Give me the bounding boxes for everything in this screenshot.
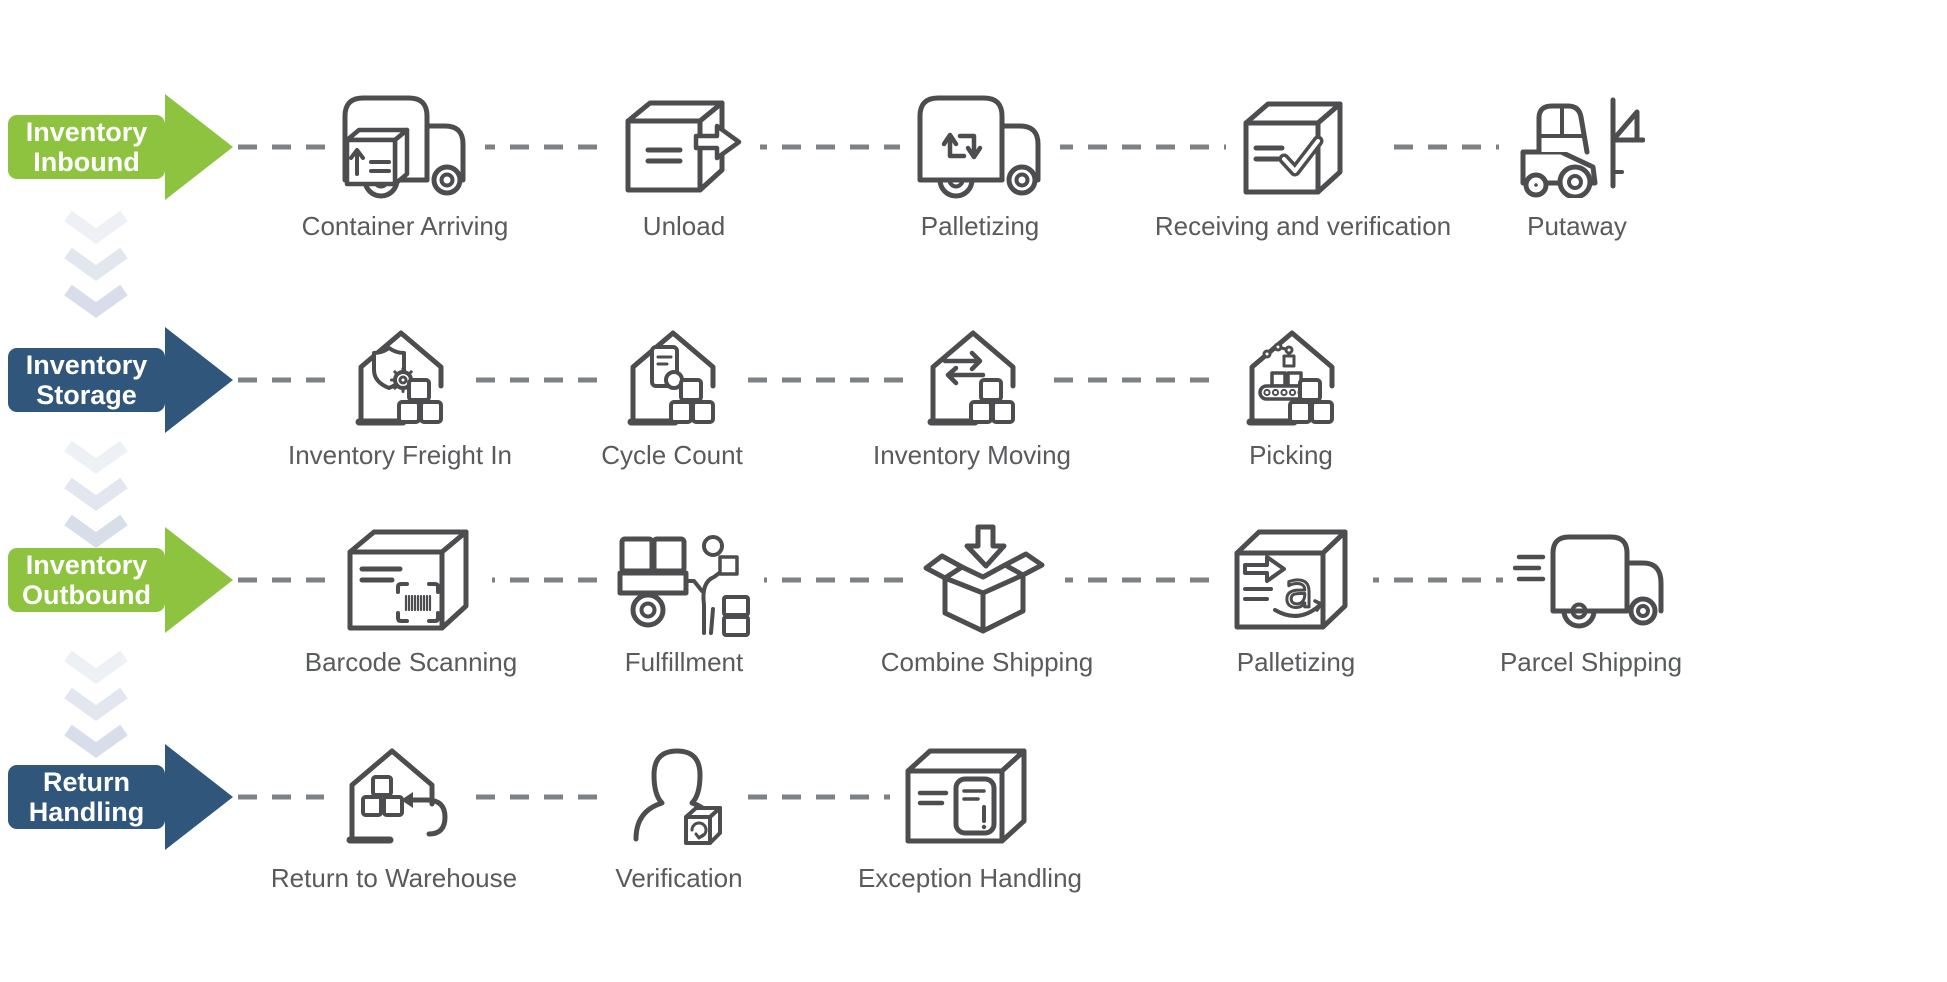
box-unload-arrow-icon xyxy=(608,80,760,208)
truck-loading-icon xyxy=(325,80,485,208)
person-package-icon xyxy=(612,728,746,860)
step-label: Parcel Shipping xyxy=(1499,647,1683,677)
step-palletizing-inbound: Palletizing xyxy=(810,80,1150,242)
step-label: Verification xyxy=(615,863,743,893)
step-receiving-verification: Receiving and verification xyxy=(1133,80,1473,242)
step-picking: Picking xyxy=(1121,315,1461,471)
step-label: Inventory Moving xyxy=(873,440,1071,470)
chevron-down-icon xyxy=(60,724,132,758)
step-inventory-freight-in: Inventory Freight In xyxy=(230,315,570,471)
box-checkmark-icon xyxy=(1226,80,1380,208)
warehouse-shield-icon xyxy=(333,315,467,437)
step-combine-shipping: Combine Shipping xyxy=(817,512,1157,678)
band-arrowhead xyxy=(165,527,233,633)
delivery-truck-icon xyxy=(1503,512,1679,644)
truck-transfer-icon xyxy=(900,80,1060,208)
step-unload: Unload xyxy=(514,80,854,242)
chevron-down-icon xyxy=(60,514,132,548)
band-label: Inventory Inbound xyxy=(8,115,165,179)
step-parcel-shipping: Parcel Shipping xyxy=(1421,512,1761,678)
chevron-down-icon xyxy=(60,687,132,721)
step-container-arriving: Container Arriving xyxy=(235,80,575,242)
box-amazon-icon: a xyxy=(1219,512,1373,644)
step-label: Exception Handling xyxy=(857,863,1083,893)
warehouse-robot-icon xyxy=(1224,315,1358,437)
flow-band-inventory-inbound: Inventory Inbound xyxy=(8,94,233,200)
band-label: Inventory Storage xyxy=(8,348,165,412)
step-label: Putaway xyxy=(1527,211,1627,241)
step-label: Fulfillment xyxy=(624,647,744,677)
box-alert-icon xyxy=(890,728,1050,860)
cart-worker-icon xyxy=(604,512,764,644)
step-label: Cycle Count xyxy=(601,440,743,470)
step-verification: Verification xyxy=(509,728,849,894)
step-putaway: Putaway xyxy=(1407,80,1747,242)
step-barcode-scanning: Barcode Scanning xyxy=(241,512,581,678)
step-exception-handling: Exception Handling xyxy=(800,728,1140,894)
step-label: Barcode Scanning xyxy=(304,647,518,677)
forklift-icon xyxy=(1499,80,1655,208)
band-arrowhead xyxy=(165,327,233,433)
step-palletizing-outbound: a Palletizing xyxy=(1126,512,1466,678)
step-inventory-moving: Inventory Moving xyxy=(802,315,1142,471)
chevron-down-icon xyxy=(60,210,132,244)
step-label: Picking xyxy=(1249,440,1333,470)
chevron-down-icon xyxy=(60,477,132,511)
chevron-down-icon xyxy=(60,650,132,684)
band-label: Inventory Outbound xyxy=(8,548,165,612)
chevron-down-icon xyxy=(60,440,132,474)
step-label: Unload xyxy=(642,211,726,241)
band-label: Return Handling xyxy=(8,765,165,829)
step-label: Receiving and verification xyxy=(1154,211,1452,241)
dashed-connector xyxy=(238,377,1235,383)
step-label: Container Arriving xyxy=(301,211,509,241)
chevron-down-icon xyxy=(60,284,132,318)
band-arrowhead xyxy=(165,94,233,200)
step-label: Palletizing xyxy=(1236,647,1356,677)
open-box-arrow-icon xyxy=(909,512,1065,644)
flow-band-return-handling: Return Handling xyxy=(8,744,233,850)
warehouse-transfer-icon xyxy=(905,315,1039,437)
warehouse-return-icon xyxy=(324,728,464,860)
box-barcode-icon xyxy=(330,512,492,644)
chevron-down-icon xyxy=(60,247,132,281)
step-label: Combine Shipping xyxy=(880,647,1094,677)
step-return-to-warehouse: Return to Warehouse xyxy=(224,728,564,894)
step-label: Inventory Freight In xyxy=(288,440,512,470)
flow-band-inventory-outbound: Inventory Outbound xyxy=(8,527,233,633)
step-label: Return to Warehouse xyxy=(270,863,518,893)
band-arrowhead xyxy=(165,744,233,850)
warehouse-audit-icon xyxy=(605,315,739,437)
step-label: Palletizing xyxy=(920,211,1040,241)
step-cycle-count: Cycle Count xyxy=(502,315,842,471)
step-fulfillment: Fulfillment xyxy=(514,512,854,678)
flow-band-inventory-storage: Inventory Storage xyxy=(8,327,233,433)
